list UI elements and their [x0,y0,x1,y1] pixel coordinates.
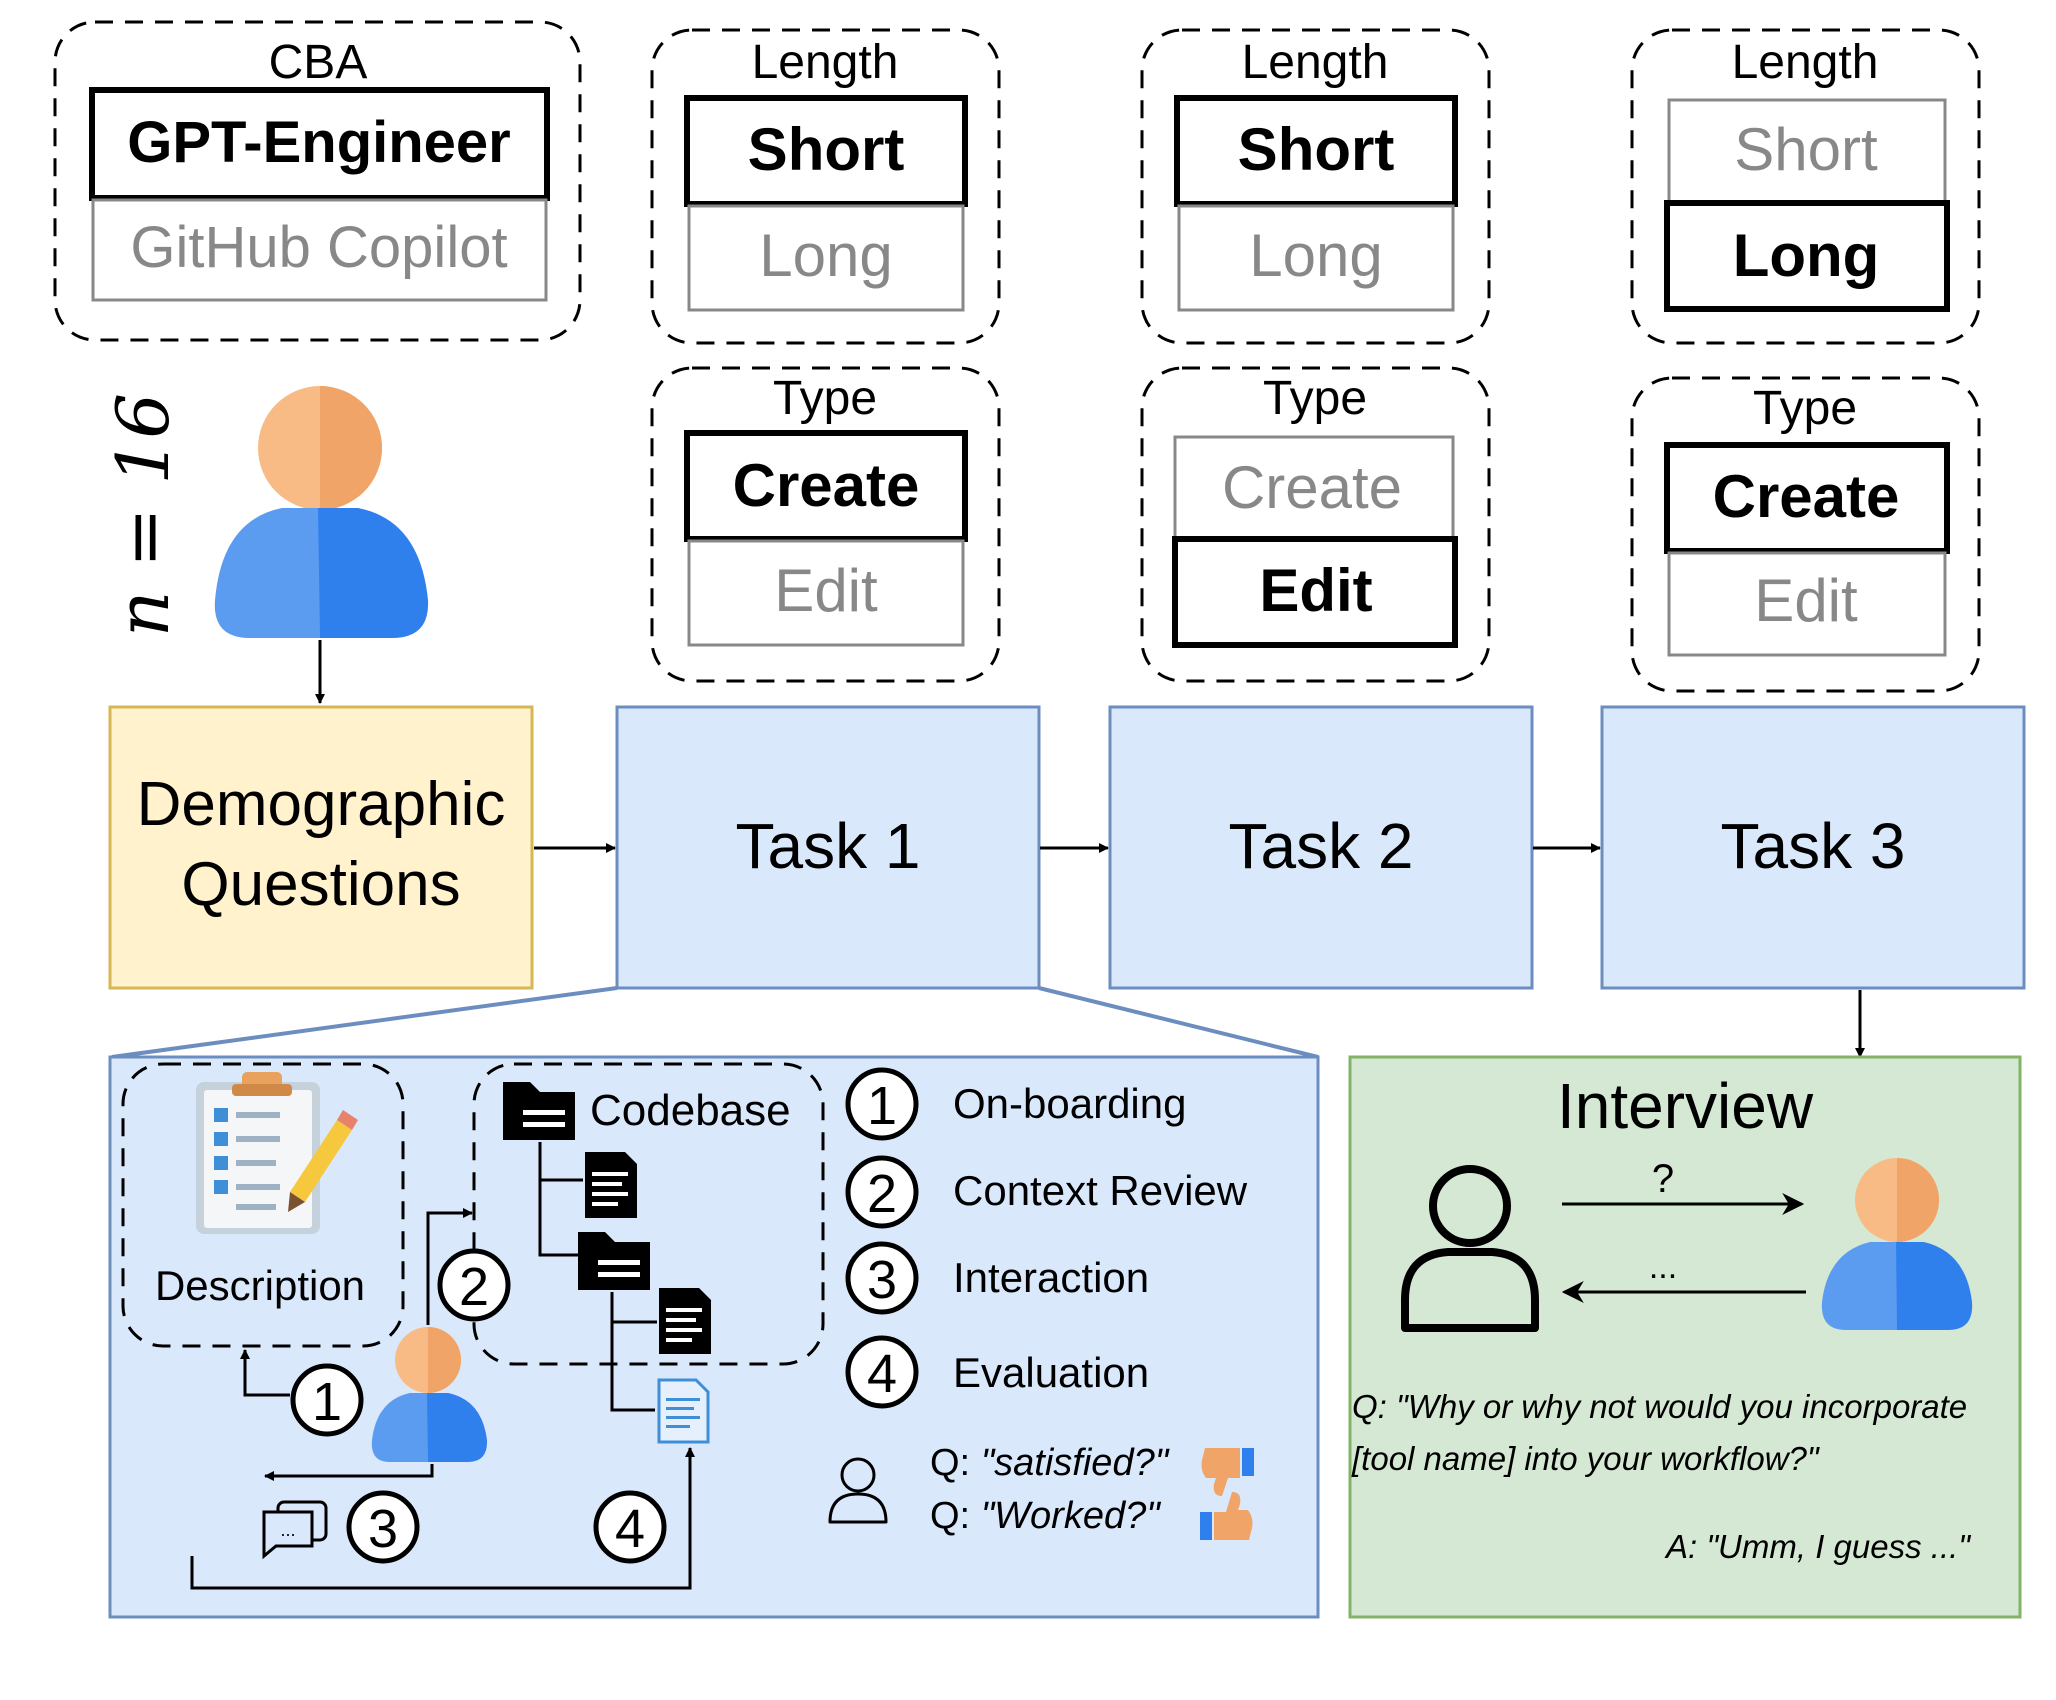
demographic-line2: Questions [181,850,460,919]
legend-interaction: Interaction [953,1254,1149,1301]
task1-type-create: Create [733,452,920,519]
step-marker-3: 3 [346,1490,420,1564]
code-file-icon [585,1152,637,1218]
code-file-icon [659,1288,711,1354]
user-outline-icon [828,1457,888,1524]
svg-text:1: 1 [312,1372,342,1432]
svg-text:2: 2 [459,1257,489,1317]
cba-unselected-option: GitHub Copilot [130,215,507,280]
task1-length-long: Long [759,222,892,289]
description-label: Description [155,1262,365,1309]
thumbs-up-icon [1200,1492,1253,1540]
task2-length-short: Short [1238,116,1395,183]
task-detail-panel: Description Codebase [108,1055,1320,1619]
legend-context-review: Context Review [953,1167,1248,1214]
new-code-file-icon [657,1378,710,1444]
step-marker-1: 1 [290,1363,364,1437]
cba-selected-option: GPT-Engineer [127,110,511,175]
task2-length-label: Length [1242,36,1389,89]
interview-panel: Interview ? ... Q: "Why or why not would… [1348,1055,2022,1619]
task1-type-edit: Edit [774,557,878,624]
svg-text:3: 3 [368,1499,398,1559]
participant-person-icon [214,386,429,638]
task1-type-selector: Type Create Edit [650,366,1001,683]
task2-type-selector: Type Create Edit [1140,366,1491,683]
task3-type-edit: Edit [1754,567,1858,634]
task3-label: Task 3 [1721,810,1906,882]
task3-length-long: Long [1733,222,1880,289]
task1-label: Task 1 [736,810,921,882]
task2-box: Task 2 [1108,705,1534,990]
chat-icon: ... [262,1500,328,1560]
demographic-line1: Demographic [137,770,506,839]
step-marker-2: 2 [437,1248,511,1322]
codebase-label: Codebase [590,1086,791,1135]
task1-length-label: Length [752,36,899,89]
legend-onboarding: On-boarding [953,1080,1186,1127]
task2-label: Task 2 [1229,810,1414,882]
task1-length-selector: Length Short Long [650,28,1001,345]
cba-label: CBA [269,36,368,89]
legend-number-4: 4 [867,1344,897,1404]
task2-type-create: Create [1222,454,1402,521]
task3-type-label: Type [1753,382,1857,435]
task3-length-selector: Length Short Long [1630,28,1981,345]
interviewee-person-icon [1821,1158,1973,1330]
task3-type-selector: Type Create Edit [1630,376,1981,693]
svg-text:4: 4 [615,1499,645,1559]
interview-answer-dots: ... [1649,1248,1677,1286]
participant-count: n = 16 [101,393,185,637]
legend-number-1: 1 [867,1076,897,1136]
subfolder-icon [578,1232,650,1290]
question-worked: Q: "Worked?" [930,1495,1161,1537]
interview-title: Interview [1557,1070,1814,1142]
task1-length-short: Short [748,116,905,183]
task1-box: Task 1 [615,705,1041,990]
demographic-questions-box: Demographic Questions [108,705,534,990]
task3-type-create: Create [1713,463,1900,530]
task1-type-label: Type [773,372,877,425]
interviewer-outline-icon [1401,1165,1539,1332]
participant-count-label: n = 16 [101,393,185,637]
task3-length-short: Short [1734,116,1878,183]
clipboard-checklist-icon [196,1072,358,1234]
interview-answer-line: A: "Umm, I guess ..." [1664,1528,1971,1565]
task3-length-label: Length [1732,36,1879,89]
task2-type-edit: Edit [1259,557,1372,624]
thumbs-down-icon [1201,1448,1254,1496]
question-satisfied: Q: "satisfied?" [930,1442,1170,1484]
interview-question-line1: Q: "Why or why not would you incorporate [1352,1388,1967,1425]
legend-number-2: 2 [867,1164,897,1224]
legend-number-3: 3 [867,1250,897,1310]
developer-person-icon [371,1327,488,1462]
task2-type-label: Type [1263,372,1367,425]
step-marker-4: 4 [593,1490,667,1564]
task3-box: Task 3 [1600,705,2026,990]
interview-question-mark: ? [1652,1157,1674,1201]
folder-icon [503,1082,575,1140]
task2-length-long: Long [1249,222,1382,289]
interview-question-line2: [tool name] into your workflow?" [1351,1440,1820,1477]
cba-selector: CBA GPT-Engineer GitHub Copilot [53,20,582,342]
step-legend: 1 On-boarding 2 Context Review 3 Interac… [845,1067,1248,1409]
task2-length-selector: Length Short Long [1140,28,1491,345]
legend-evaluation: Evaluation [953,1349,1149,1396]
chat-icon-text: ... [280,1520,295,1540]
